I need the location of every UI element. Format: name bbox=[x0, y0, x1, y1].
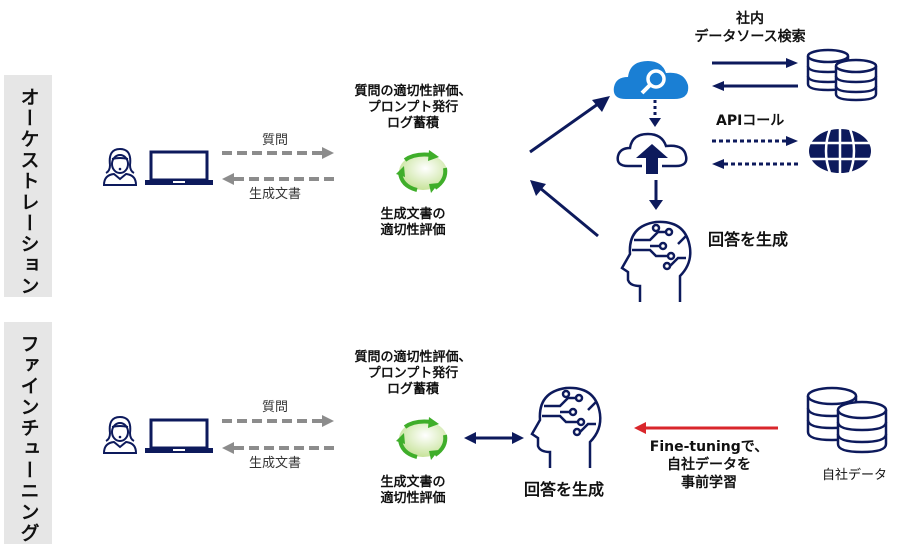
ai-head-icon bbox=[620, 220, 692, 302]
process-top-text: 質問の適切性評価、 プロンプト発行 ログ蓄積 bbox=[343, 84, 483, 132]
arrow-to-search bbox=[529, 96, 610, 154]
finetune-label: Fine-tuningで、 自社データを 事前学習 bbox=[644, 438, 774, 492]
api-call-label: APIコール bbox=[716, 113, 785, 129]
section-label-text: オーケストレーション bbox=[17, 87, 40, 297]
text-line: プロンプト発行 bbox=[367, 366, 459, 381]
text-line: 生成文書の bbox=[380, 207, 446, 222]
internal-search-label: 社内 データソース検索 bbox=[680, 10, 820, 46]
cycle-icon bbox=[396, 150, 448, 193]
text-line: 適切性評価 bbox=[380, 223, 446, 238]
question-label: 質問 bbox=[262, 400, 289, 415]
question-arrow bbox=[222, 415, 334, 427]
down-arrow bbox=[649, 180, 663, 210]
company-data-label: 自社データ bbox=[822, 468, 888, 483]
section-label-orchestration: オーケストレーション bbox=[4, 75, 52, 297]
cloud-upload-icon bbox=[616, 132, 688, 174]
text-line: 生成文書の bbox=[380, 475, 446, 490]
cycle-icon bbox=[396, 417, 448, 460]
process-bottom-text: 生成文書の 適切性評価 bbox=[358, 207, 468, 239]
cloud-search-icon bbox=[613, 61, 689, 99]
section-label-text: ファインチューニング bbox=[17, 334, 40, 544]
text-line: 自社データを bbox=[667, 457, 751, 473]
process-top-text: 質問の適切性評価、 プロンプト発行 ログ蓄積 bbox=[343, 350, 483, 398]
database-icon bbox=[806, 48, 878, 102]
text-line: 社内 bbox=[736, 11, 764, 27]
search-response-arrow bbox=[712, 81, 798, 91]
question-label: 質問 bbox=[262, 133, 289, 148]
globe-icon bbox=[808, 128, 872, 174]
user-icon bbox=[102, 415, 138, 454]
laptop-icon bbox=[145, 150, 213, 185]
text-line: 事前学習 bbox=[681, 475, 737, 491]
bidirectional-arrow bbox=[464, 432, 524, 444]
generated-doc-label: 生成文書 bbox=[249, 187, 302, 202]
text-line: ログ蓄積 bbox=[386, 116, 439, 131]
question-arrow bbox=[222, 147, 334, 159]
search-request-arrow bbox=[712, 58, 798, 68]
generate-answer-label: 回答を生成 bbox=[524, 480, 605, 499]
database-icon bbox=[806, 386, 888, 454]
text-line: ログ蓄積 bbox=[386, 382, 439, 397]
text-line: プロンプト発行 bbox=[367, 100, 459, 115]
text-line: 質問の適切性評価、 bbox=[354, 350, 472, 365]
dotted-down-arrow bbox=[649, 100, 661, 127]
text-line: データソース検索 bbox=[694, 29, 806, 45]
answer-arrow bbox=[222, 173, 334, 185]
generate-answer-label: 回答を生成 bbox=[708, 230, 789, 249]
ai-head-icon bbox=[530, 386, 602, 468]
laptop-icon bbox=[145, 418, 213, 453]
process-bottom-text: 生成文書の 適切性評価 bbox=[358, 475, 468, 507]
text-line: 適切性評価 bbox=[380, 491, 446, 506]
api-response-arrow bbox=[712, 159, 798, 169]
api-request-arrow bbox=[712, 136, 798, 146]
user-icon bbox=[102, 147, 138, 186]
answer-arrow bbox=[222, 442, 334, 454]
text-line: 質問の適切性評価、 bbox=[354, 84, 472, 99]
generated-doc-label: 生成文書 bbox=[249, 456, 302, 471]
arrow-from-generate bbox=[530, 180, 599, 238]
text-line: Fine-tuningで、 bbox=[649, 439, 769, 455]
finetune-arrow bbox=[634, 422, 778, 434]
section-label-finetuning: ファインチューニング bbox=[4, 322, 52, 544]
